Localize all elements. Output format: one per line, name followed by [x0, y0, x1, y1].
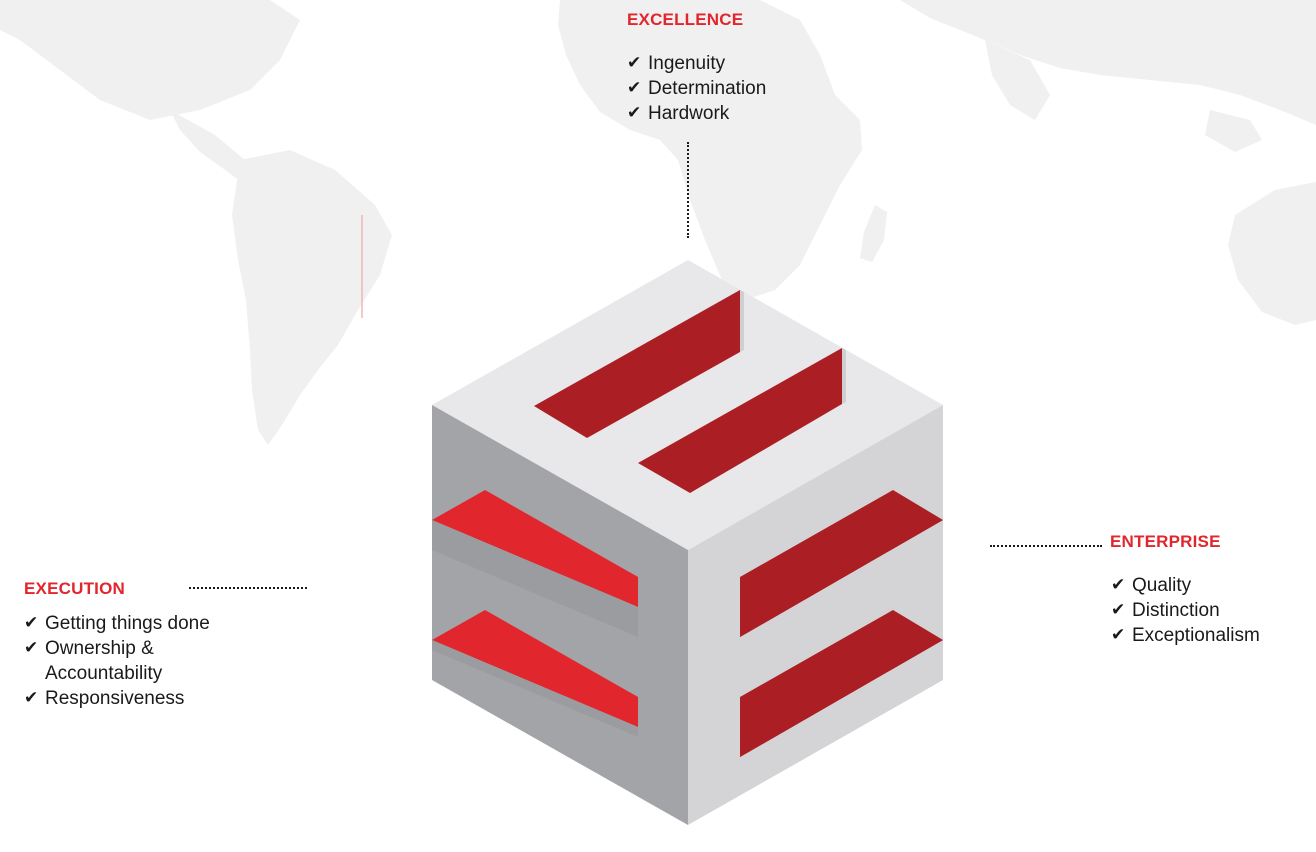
list-item-label: Ownership & Accountability — [45, 638, 163, 684]
execution-heading: EXECUTION — [24, 579, 125, 598]
enterprise-list: ✔ Quality ✔ Distinction ✔ Exceptionalism — [1110, 573, 1260, 648]
list-item-label: Quality — [1132, 575, 1192, 596]
map-australia — [1228, 182, 1316, 325]
check-mark-icon: ✔ — [627, 53, 642, 73]
enterprise-group: ENTERPRISE ✔ Quality ✔ Distinction ✔ Exceptio… — [1110, 532, 1260, 648]
excellence-connector — [687, 142, 689, 238]
cube-top-face — [432, 260, 943, 550]
execution-connector — [189, 587, 307, 589]
excellence-list: ✔ Ingenuity ✔ Determination ✔ Hardwork — [627, 51, 766, 126]
list-item-label: Determination — [648, 78, 767, 99]
list-item: ✔ Hardwork — [627, 101, 766, 126]
map-north-america — [0, 0, 300, 120]
cube-left-slot-lower — [432, 610, 638, 727]
map-madagascar — [860, 205, 887, 262]
check-mark-icon: ✔ — [1111, 625, 1126, 645]
list-item-label: Ingenuity — [648, 53, 726, 74]
list-item-label: Responsiveness — [45, 688, 185, 709]
map-africa — [558, 0, 862, 300]
list-item-label: Distinction — [1132, 600, 1220, 621]
check-mark-icon: ✔ — [24, 613, 39, 633]
map-asia-south — [985, 40, 1050, 120]
cube-top-slot-lower — [638, 348, 842, 493]
list-item-label: Hardwork — [648, 103, 730, 124]
excellence-group: EXCELLENCE ✔ Ingenuity ✔ Determination ✔ Hard… — [627, 10, 766, 126]
list-item: ✔ Responsiveness — [24, 686, 210, 711]
list-item: ✔ Ingenuity — [627, 51, 766, 76]
enterprise-connector — [990, 545, 1102, 547]
list-item: ✔ Determination — [627, 76, 766, 101]
list-item: ✔ Ownership & Accountability — [24, 636, 210, 686]
list-item: ✔ Distinction — [1111, 598, 1260, 623]
map-eurasia — [900, 0, 1316, 125]
check-mark-icon: ✔ — [627, 103, 642, 123]
excellence-heading: EXCELLENCE — [627, 10, 744, 29]
cube-left-slot-upper — [432, 490, 638, 607]
list-item: ✔ Quality — [1111, 573, 1260, 598]
list-item: ✔ Exceptionalism — [1111, 623, 1260, 648]
check-mark-icon: ✔ — [627, 78, 642, 98]
cube-top-slot-upper — [534, 290, 740, 438]
list-item-label: Getting things done — [45, 613, 210, 634]
map-islands — [1205, 110, 1262, 152]
enterprise-heading: ENTERPRISE — [1110, 532, 1221, 551]
check-mark-icon: ✔ — [24, 688, 39, 708]
check-mark-icon: ✔ — [1111, 575, 1126, 595]
list-item: ✔ Getting things done — [24, 611, 210, 636]
execution-list: ✔ Getting things done ✔ Ownership & Account… — [24, 611, 210, 711]
map-south-america — [232, 150, 392, 445]
check-mark-icon: ✔ — [24, 638, 39, 658]
list-item-label: Exceptionalism — [1132, 625, 1260, 646]
execution-group: EXECUTION ✔ Getting things done ✔ Ownership… — [24, 579, 210, 711]
check-mark-icon: ✔ — [1111, 600, 1126, 620]
